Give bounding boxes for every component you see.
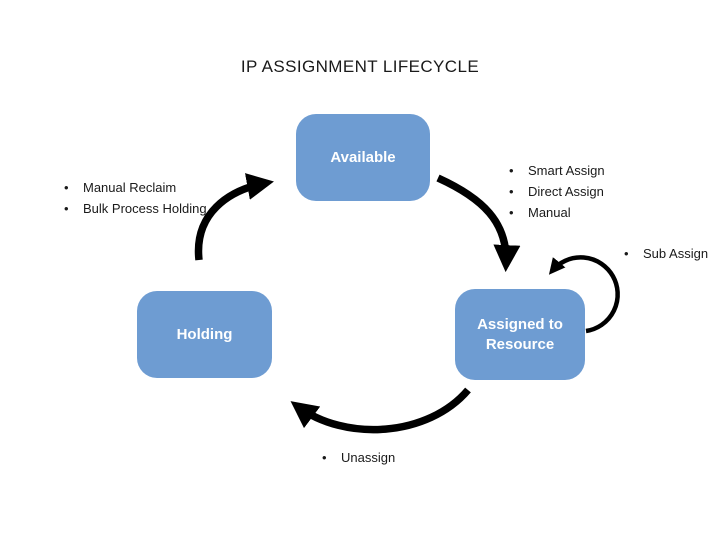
list-item: Unassign [318, 450, 395, 466]
sub-assign-label: Sub Assign [620, 246, 708, 267]
list-item: Sub Assign [620, 246, 708, 262]
node-assigned-to-resource-label: Assigned to Resource [477, 316, 563, 353]
list-item: Smart Assign [505, 163, 605, 179]
node-available-label: Available [330, 148, 396, 166]
list-item: Manual [505, 205, 605, 221]
node-assigned-to-resource: Assigned to Resource [455, 289, 585, 380]
arrow-assigned-to-holding [290, 387, 471, 434]
assign-methods-list: Smart Assign Direct Assign Manual [505, 163, 605, 226]
node-holding-label: Holding [176, 325, 233, 343]
node-available: Available [296, 114, 430, 201]
list-item: Direct Assign [505, 184, 605, 200]
reclaim-list: Manual Reclaim Bulk Process Holding [60, 180, 207, 222]
arrow-available-to-assigned [436, 174, 521, 273]
node-holding: Holding [137, 291, 272, 378]
list-item: Bulk Process Holding [60, 201, 207, 217]
diagram-title: IP ASSIGNMENT LIFECYCLE [240, 57, 480, 76]
arrow-holding-to-available [194, 173, 274, 261]
list-item: Manual Reclaim [60, 180, 207, 196]
arrow-sub-assign-loop [548, 255, 620, 334]
unassign-label: Unassign [318, 450, 395, 471]
